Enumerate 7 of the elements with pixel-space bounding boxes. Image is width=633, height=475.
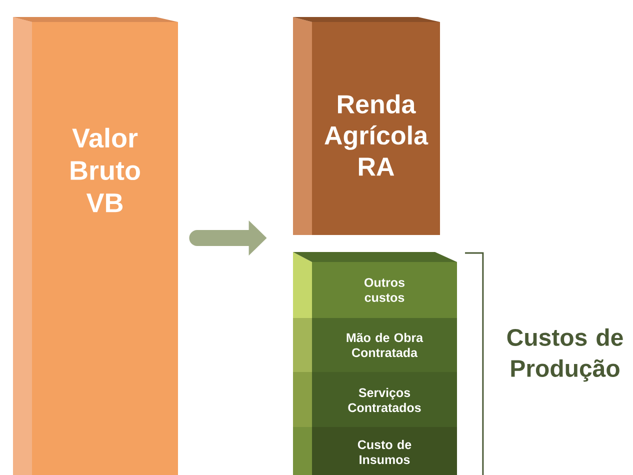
column-box: Outros custos bbox=[293, 252, 457, 318]
column-box: Serviços Contratados bbox=[293, 372, 457, 427]
column-box: Renda Agrícola RA bbox=[293, 17, 440, 235]
column-box: Valor Bruto VB bbox=[13, 17, 178, 475]
section-label: Custos de Produção bbox=[507, 328, 623, 382]
column-box: Custo de Insumos bbox=[293, 427, 457, 475]
column-box: Mão de Obra Contratada bbox=[293, 318, 457, 372]
